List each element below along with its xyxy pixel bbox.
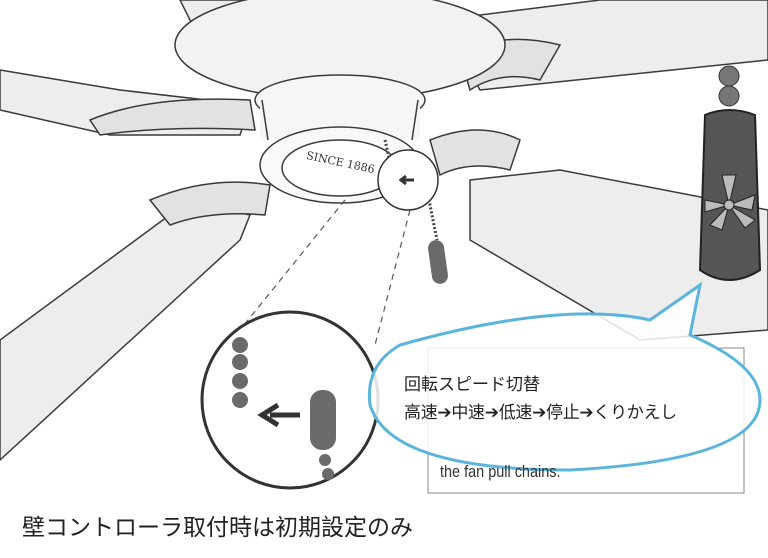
blade-bottom-left [0, 199, 252, 462]
speech-bubble [367, 281, 762, 472]
fan-symbol-icon [704, 174, 756, 231]
pull-chain-fob [428, 240, 448, 284]
speed-switch-title: 回転スピード切替 [404, 375, 540, 395]
pull-chain-detail-circle [200, 310, 380, 490]
arrow-small-icon [398, 174, 414, 186]
caption: 壁コントローラ取付時は初期設定のみ [22, 515, 413, 541]
arrow-left-icon [257, 402, 300, 428]
speed-sequence: 高速➔中速➔低速➔停止➔くりかえし [404, 403, 677, 423]
remote-control [698, 65, 762, 281]
note-text: the fan pull chains. [440, 462, 561, 481]
